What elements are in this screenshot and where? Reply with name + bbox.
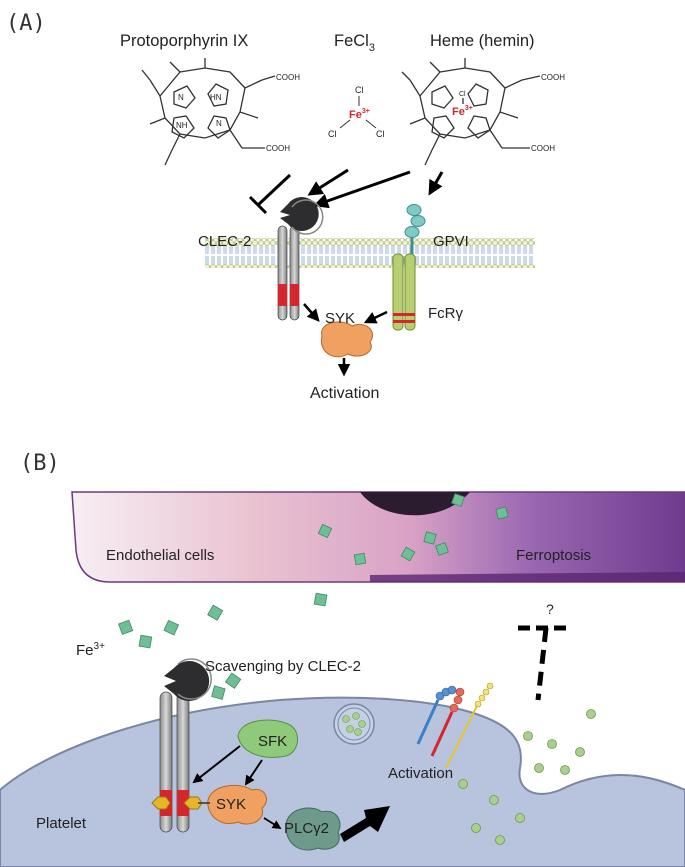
endothelial-label: Endothelial cells [106,547,214,564]
pp-nh: NH [176,121,188,130]
fecl3-title: FeCl3 [334,32,375,54]
fecl3-fe: Fe3+ [349,108,370,121]
fecl3-cl-left: Cl [328,129,337,139]
fcrg-dimer [392,253,416,331]
plcg2-blob [285,807,341,851]
panel-b-label: (B) [20,451,60,476]
sfk-label: SFK [258,733,287,750]
activation-label-a: Activation [310,385,379,402]
clec2-label: CLEC-2 [198,233,251,250]
gpvi-label: GPVI [433,233,469,250]
activation-label-b: Activation [388,765,453,782]
clec2-receptor-b [151,658,212,833]
pp-n2: N [216,119,222,128]
endothelial-cell [71,491,685,583]
clec2-syk-arrow [303,303,320,322]
pp-cooh-top: COOH [276,73,300,82]
fcrg-label: FcRγ [428,305,463,322]
syk-plc-arrow [263,817,282,829]
pp-cooh-bottom: COOH [266,144,290,153]
cell-membrane [205,238,535,268]
sfk-syk-arrow [244,759,263,786]
heme-cooh-top: COOH [541,73,565,82]
activated-receptors [416,682,494,769]
syk-label-b: SYK [216,796,246,813]
syk-blob-b [207,784,267,825]
heme-cl: Cl [459,91,466,98]
syk-label-a: SYK [325,310,355,327]
fe3-label: Fe3+ [76,641,105,659]
fecl3-cl-right: Cl [376,129,385,139]
scavenging-label: Scavenging by CLEC-2 [205,658,361,675]
big-activation-arrow [340,806,390,842]
fecl3-arrow [307,168,349,196]
released-granules [458,709,596,845]
pp-n1: N [178,93,184,102]
protoporphyrin-structure: Protoporphyrin IX COOH COOH HN NH N N [120,32,300,166]
heme-gpvi-arrow [428,171,444,196]
question-label: ? [546,601,554,617]
protoporphyrin-title: Protoporphyrin IX [120,32,248,50]
fecl3-structure: FeCl3 Cl Fe3+ Cl Cl [328,32,385,139]
clec2-receptor [277,197,324,321]
ferroptosis-label: Ferroptosis [516,547,591,564]
heme-fe: Fe3+ [452,105,473,118]
sfk-clec2-arrow [192,745,241,784]
heme-clec2-arrow [313,170,411,209]
plcg2-label: PLCγ2 [284,820,329,837]
sfk-blob [237,719,298,758]
pp-hn: HN [210,93,222,102]
fcrg-syk-arrow [363,310,388,324]
fecl3-cl-top: Cl [355,85,364,95]
inhibition-arrow [248,173,292,215]
iron-cubes [118,493,509,700]
panel-a-label: (A) [6,11,46,36]
granule-vesicle [333,703,375,745]
unknown-inhibition [518,625,570,701]
heme-title: Heme (hemin) [430,32,535,50]
heme-structure: Heme (hemin) COOH COOH Cl Fe3+ [401,32,565,166]
heme-cooh-bottom: COOH [531,144,555,153]
syk-blob-a [320,321,374,358]
platelet-label: Platelet [36,815,87,832]
